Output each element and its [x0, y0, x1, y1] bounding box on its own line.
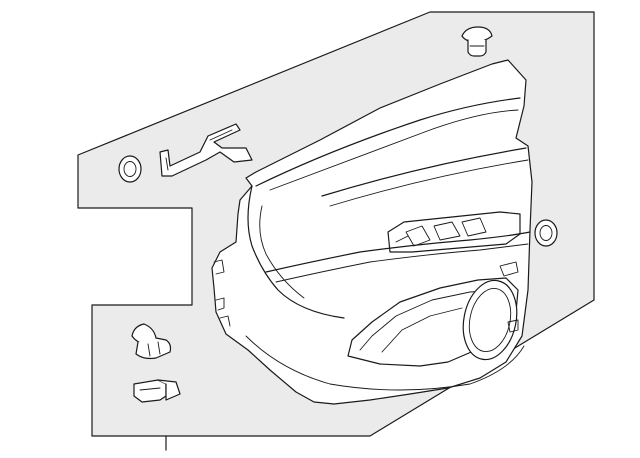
bracket-icon [159, 123, 253, 177]
door-trim-panel-icon [211, 59, 533, 405]
grommet-ring-icon [534, 219, 558, 247]
retainer-clip-icon [133, 379, 181, 403]
grommet-ring-icon [118, 155, 142, 183]
push-pin-clip-icon [131, 323, 172, 360]
push-pin-clip-icon [461, 26, 493, 57]
